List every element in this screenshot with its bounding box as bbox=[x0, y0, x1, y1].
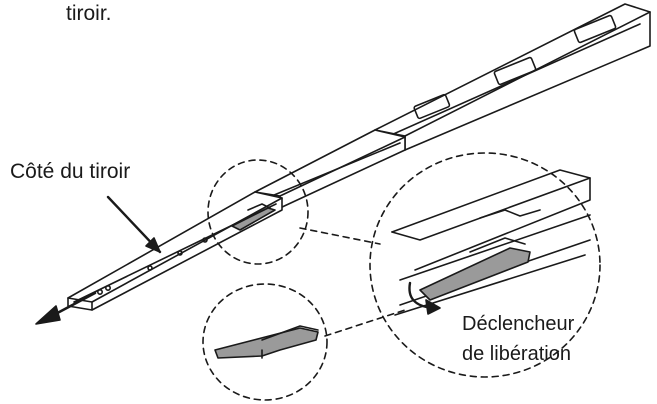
drawer-side-label: Côté du tiroir bbox=[10, 160, 131, 183]
detail-circle-trigger bbox=[202, 283, 328, 401]
trigger-on-rail bbox=[231, 203, 276, 231]
magnified-rail-detail bbox=[391, 169, 591, 316]
pull-direction-arrow bbox=[35, 291, 97, 325]
release-trigger-label-line2: de libération bbox=[462, 343, 571, 365]
detail-circle-magnified bbox=[369, 152, 601, 378]
outer-cabinet-rail bbox=[374, 3, 651, 151]
top-text-fragment: tiroir. bbox=[66, 2, 112, 25]
connector-line-top bbox=[299, 227, 381, 245]
connector-line-bottom bbox=[324, 309, 406, 337]
release-trigger-label-line1: Déclencheur bbox=[462, 313, 575, 335]
drawer-side-arrow bbox=[106, 195, 162, 254]
detail-circle-rail bbox=[207, 159, 309, 265]
isolated-release-trigger bbox=[214, 325, 319, 359]
